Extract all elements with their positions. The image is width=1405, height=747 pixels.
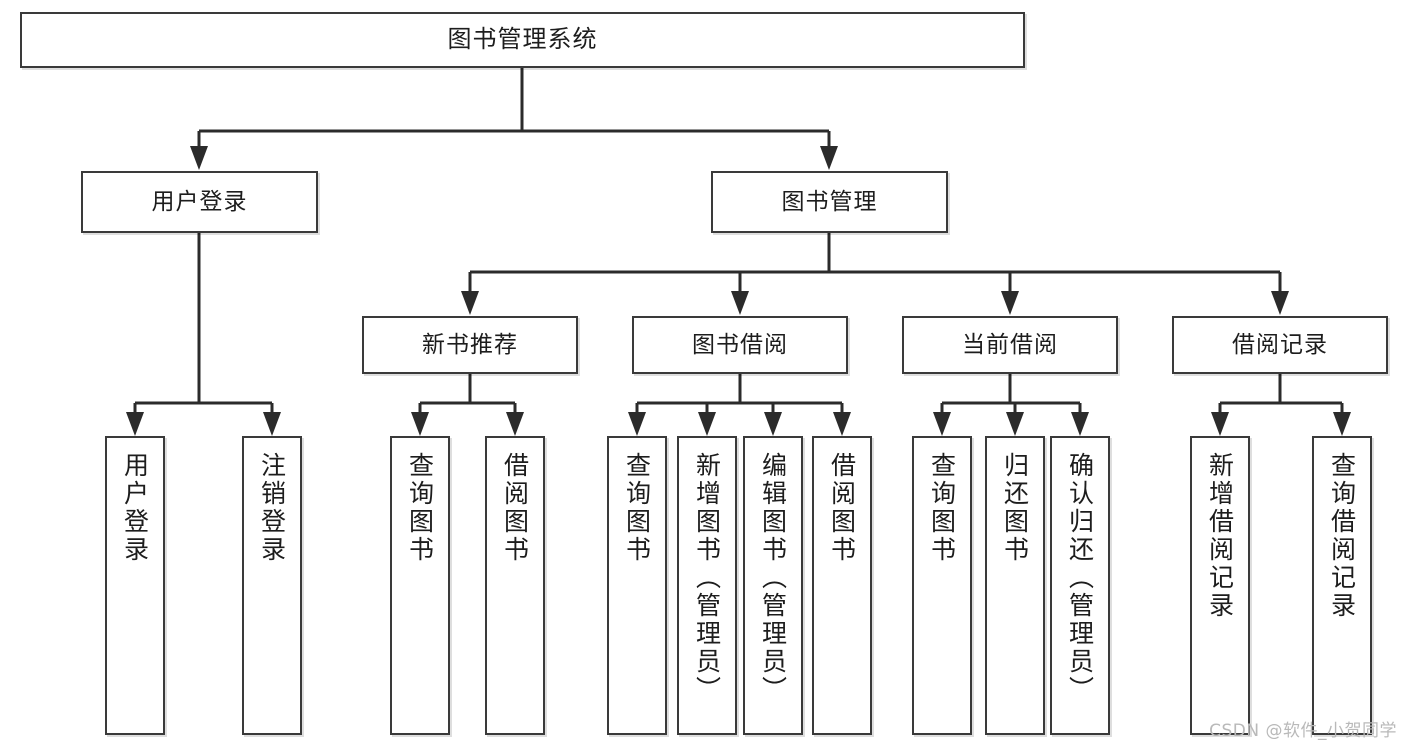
node-current-borrow-label: 当前借阅 bbox=[962, 331, 1058, 358]
node-leaf-query-book-2-label: 查询图书 bbox=[622, 452, 652, 564]
node-leaf-add-record-label: 新增借阅记录 bbox=[1205, 452, 1235, 620]
node-leaf-user-login-label: 用户登录 bbox=[120, 452, 150, 564]
node-leaf-query-book-1[interactable]: 查询图书 bbox=[390, 436, 450, 735]
node-leaf-add-book[interactable]: 新增图书（管理员） bbox=[677, 436, 737, 735]
node-book-borrow[interactable]: 图书借阅 bbox=[632, 316, 848, 374]
node-leaf-borrow-book-1-label: 借阅图书 bbox=[500, 452, 530, 564]
node-leaf-user-login[interactable]: 用户登录 bbox=[105, 436, 165, 735]
node-leaf-query-book-1-label: 查询图书 bbox=[405, 452, 435, 564]
node-leaf-logout-label: 注销登录 bbox=[257, 452, 287, 564]
node-user-login[interactable]: 用户登录 bbox=[81, 171, 318, 233]
watermark-text: CSDN @软件_小贺同学 bbox=[1209, 721, 1397, 741]
node-book-manage-label: 图书管理 bbox=[781, 188, 878, 215]
node-book-manage[interactable]: 图书管理 bbox=[711, 171, 948, 233]
node-current-borrow[interactable]: 当前借阅 bbox=[902, 316, 1118, 374]
node-user-login-label: 用户登录 bbox=[151, 188, 248, 215]
node-leaf-edit-book-label: 编辑图书（管理员） bbox=[758, 452, 788, 704]
node-leaf-edit-book[interactable]: 编辑图书（管理员） bbox=[743, 436, 803, 735]
node-leaf-query-book-3[interactable]: 查询图书 bbox=[912, 436, 972, 735]
node-leaf-query-record-label: 查询借阅记录 bbox=[1327, 452, 1357, 620]
node-leaf-query-book-2[interactable]: 查询图书 bbox=[607, 436, 667, 735]
node-book-borrow-label: 图书借阅 bbox=[692, 331, 788, 358]
node-leaf-confirm-return-label: 确认归还（管理员） bbox=[1065, 452, 1095, 704]
node-leaf-return-book-label: 归还图书 bbox=[1000, 452, 1030, 564]
node-leaf-confirm-return[interactable]: 确认归还（管理员） bbox=[1050, 436, 1110, 735]
node-leaf-add-book-label: 新增图书（管理员） bbox=[692, 452, 722, 704]
node-borrow-record[interactable]: 借阅记录 bbox=[1172, 316, 1388, 374]
node-leaf-borrow-book-1[interactable]: 借阅图书 bbox=[485, 436, 545, 735]
node-leaf-query-book-3-label: 查询图书 bbox=[927, 452, 957, 564]
node-leaf-query-record[interactable]: 查询借阅记录 bbox=[1312, 436, 1372, 735]
node-leaf-add-record[interactable]: 新增借阅记录 bbox=[1190, 436, 1250, 735]
node-leaf-borrow-book-2-label: 借阅图书 bbox=[827, 452, 857, 564]
node-leaf-borrow-book-2[interactable]: 借阅图书 bbox=[812, 436, 872, 735]
node-leaf-return-book[interactable]: 归还图书 bbox=[985, 436, 1045, 735]
node-new-book-recommend-label: 新书推荐 bbox=[422, 331, 518, 358]
node-root[interactable]: 图书管理系统 bbox=[20, 12, 1025, 68]
node-borrow-record-label: 借阅记录 bbox=[1232, 331, 1328, 358]
node-root-label: 图书管理系统 bbox=[447, 25, 598, 54]
node-leaf-logout[interactable]: 注销登录 bbox=[242, 436, 302, 735]
node-new-book-recommend[interactable]: 新书推荐 bbox=[362, 316, 578, 374]
